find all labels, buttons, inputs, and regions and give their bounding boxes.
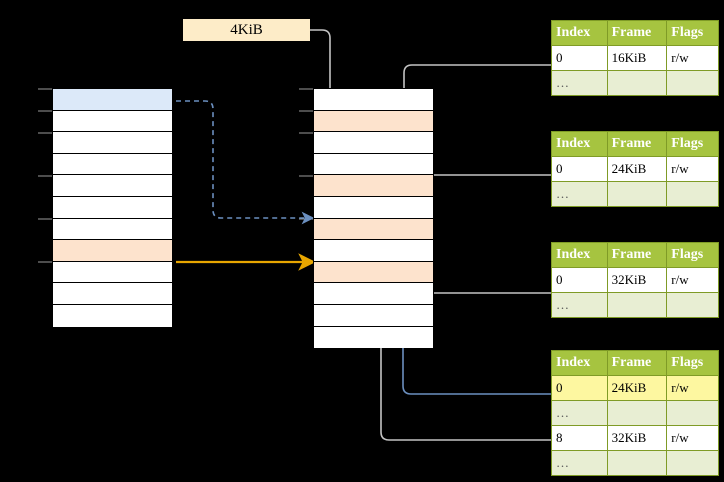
page-table-cell-frame[interactable] <box>606 292 668 318</box>
column-header-flags: Flags <box>666 20 719 46</box>
virtual-address-space-table[interactable] <box>52 88 173 328</box>
physical-memory-table[interactable] <box>313 88 434 349</box>
column-header-index: Index <box>551 242 608 268</box>
page-table-cell-flags[interactable]: r/w <box>666 425 719 451</box>
virtual-page-row[interactable] <box>53 89 172 111</box>
page-table-entry-row[interactable]: … <box>551 400 719 426</box>
page-table-cell-frame[interactable]: 32KiB <box>606 425 668 451</box>
virtual-page-row[interactable] <box>53 283 172 305</box>
left-table-row-ticks <box>38 88 52 263</box>
page-table-cell-flags[interactable]: r/w <box>666 267 719 293</box>
virtual-page-row[interactable] <box>53 110 172 133</box>
column-header-index: Index <box>551 131 608 157</box>
column-header-index: Index <box>551 350 608 376</box>
page-table-cell-flags[interactable] <box>666 450 719 476</box>
page-table-cell-index[interactable]: 0 <box>551 267 608 293</box>
page-table-cell-index[interactable]: 8 <box>551 425 608 451</box>
column-header-flags: Flags <box>666 350 719 376</box>
page-table-entry-row[interactable]: … <box>551 70 719 96</box>
page-table-cell-frame[interactable] <box>606 181 668 207</box>
column-header-flags: Flags <box>666 242 719 268</box>
physical-frame-row[interactable] <box>314 132 433 154</box>
physical-frame-row[interactable] <box>314 153 433 176</box>
physical-frame-row[interactable] <box>314 175 433 197</box>
column-header-frame: Frame <box>606 131 668 157</box>
page-table-cell-flags[interactable] <box>666 70 719 96</box>
page-table-entry-row[interactable]: … <box>551 181 719 207</box>
page-table-cell-frame[interactable]: 24KiB <box>606 375 668 401</box>
physical-frame-row[interactable] <box>314 261 433 284</box>
page-size-label: 4KiB <box>183 19 310 41</box>
physical-frame-row[interactable] <box>314 283 433 305</box>
page-table-cell-flags[interactable] <box>666 292 719 318</box>
physical-frame-row[interactable] <box>314 240 433 262</box>
page-table-cell-index[interactable]: … <box>551 70 608 96</box>
page-table-cell-index[interactable]: … <box>551 400 608 426</box>
virtual-page-row[interactable] <box>53 175 172 197</box>
page-table-cell-frame[interactable]: 24KiB <box>606 156 668 182</box>
physical-frame-row[interactable] <box>314 110 433 133</box>
page-table-entry-row[interactable]: … <box>551 450 719 476</box>
middle-table-row-ticks <box>299 88 313 263</box>
page-table-entry-row[interactable]: … <box>551 292 719 318</box>
virtual-page-mapping-connector <box>176 100 315 225</box>
virtual-page-row[interactable] <box>53 132 172 154</box>
page-table-cell-flags[interactable] <box>666 400 719 426</box>
page-table-cell-frame[interactable] <box>606 450 668 476</box>
page-table-cell-flags[interactable]: r/w <box>666 375 719 401</box>
page-table-cell-index[interactable]: … <box>551 450 608 476</box>
virtual-page-row[interactable] <box>53 153 172 176</box>
virtual-page-row[interactable] <box>53 304 172 327</box>
page-table-cell-flags[interactable] <box>666 181 719 207</box>
physical-frame-row[interactable] <box>314 89 433 111</box>
page-table-cell-index[interactable]: 0 <box>551 45 608 71</box>
physical-frame-row[interactable] <box>314 304 433 327</box>
page-table-cell-frame[interactable]: 16KiB <box>606 45 668 71</box>
page-table-cell-index[interactable]: 0 <box>551 156 608 182</box>
column-header-frame: Frame <box>606 242 668 268</box>
page-table-cell-index[interactable]: 0 <box>551 375 608 401</box>
virtual-page-row[interactable] <box>53 240 172 262</box>
column-header-index: Index <box>551 20 608 46</box>
page-table-cell-flags[interactable]: r/w <box>666 45 719 71</box>
page-table-cell-flags[interactable]: r/w <box>666 156 719 182</box>
page-table-cell-frame[interactable] <box>606 400 668 426</box>
physical-frame-row[interactable] <box>314 218 433 241</box>
physical-frame-row[interactable] <box>314 196 433 219</box>
column-header-frame: Frame <box>606 20 668 46</box>
virtual-page-row[interactable] <box>53 261 172 284</box>
virtual-page-row[interactable] <box>53 218 172 241</box>
page-table-cell-frame[interactable] <box>606 70 668 96</box>
column-header-flags: Flags <box>666 131 719 157</box>
page-table-cell-frame[interactable]: 32KiB <box>606 267 668 293</box>
virtual-page-row[interactable] <box>53 196 172 219</box>
column-header-frame: Frame <box>606 350 668 376</box>
physical-frame-row[interactable] <box>314 326 433 349</box>
page-table-cell-index[interactable]: … <box>551 292 608 318</box>
page-table-cell-index[interactable]: … <box>551 181 608 207</box>
